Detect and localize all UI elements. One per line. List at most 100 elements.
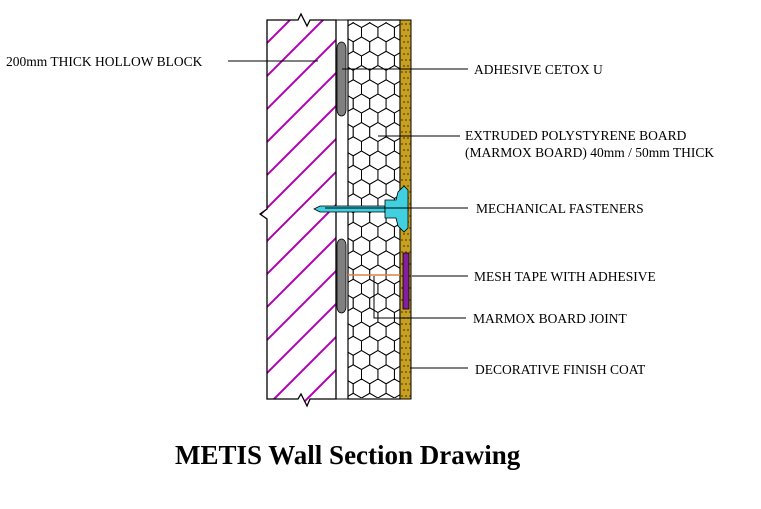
finish-texture-dot xyxy=(407,53,409,55)
finish-texture-dot xyxy=(409,335,411,337)
foam-cell xyxy=(393,137,400,155)
hatch-line xyxy=(260,256,336,358)
finish-texture-dot xyxy=(409,59,411,61)
finish-texture-dot xyxy=(407,101,409,103)
finish-texture-dot xyxy=(401,383,403,385)
finish-texture-dot xyxy=(401,311,403,313)
finish-texture-dot xyxy=(405,371,407,373)
finish-texture-dot xyxy=(405,155,407,157)
finish-texture-dot xyxy=(409,251,411,253)
finish-texture-dot xyxy=(407,41,409,43)
finish-texture-dot xyxy=(401,395,403,397)
drawing-title: METIS Wall Section Drawing xyxy=(175,440,521,470)
finish-texture-dot xyxy=(401,131,403,133)
finish-texture-dot xyxy=(409,167,411,169)
finish-texture-dot xyxy=(409,23,411,25)
finish-texture-dot xyxy=(409,119,411,121)
finish-texture-dot xyxy=(405,83,407,85)
finish-texture-dot xyxy=(403,161,405,163)
finish-texture-dot xyxy=(407,89,409,91)
foam-cell xyxy=(393,109,400,127)
foam-cell xyxy=(393,223,400,241)
finish-texture-dot xyxy=(409,311,411,313)
finish-texture-dot xyxy=(403,353,405,355)
finish-texture-dot xyxy=(407,341,409,343)
hatch-line xyxy=(260,322,336,406)
finish-texture-dot xyxy=(409,287,411,289)
finish-texture-dot xyxy=(403,173,405,175)
finish-texture-dot xyxy=(403,137,405,139)
hatch-line xyxy=(260,355,336,406)
hollow-block-wall xyxy=(258,12,337,408)
finish-texture-dot xyxy=(409,179,411,181)
label-adhesive: ADHESIVE CETOX U xyxy=(474,62,603,77)
finish-texture-dot xyxy=(407,365,409,367)
hatch-line xyxy=(260,14,336,61)
foam-cell xyxy=(393,194,400,212)
finish-texture-dot xyxy=(401,347,403,349)
finish-texture-dot xyxy=(403,113,405,115)
hatch-line xyxy=(260,14,336,94)
finish-texture-dot xyxy=(409,263,411,265)
foam-cell xyxy=(393,52,400,70)
foam-cell xyxy=(393,80,400,98)
finish-texture-dot xyxy=(405,71,407,73)
finish-texture-dot xyxy=(401,95,403,97)
finish-texture-dot xyxy=(407,137,409,139)
finish-texture-dot xyxy=(403,53,405,55)
finish-texture-dot xyxy=(401,119,403,121)
finish-texture-dot xyxy=(401,155,403,157)
finish-texture-dot xyxy=(409,35,411,37)
finish-texture-dot xyxy=(409,275,411,277)
finish-texture-dot xyxy=(407,185,409,187)
finish-texture-dot xyxy=(403,41,405,43)
finish-texture-dot xyxy=(407,389,409,391)
finish-texture-dot xyxy=(405,311,407,313)
finish-texture-dot xyxy=(407,113,409,115)
finish-texture-dot xyxy=(409,347,411,349)
finish-texture-dot xyxy=(405,143,407,145)
finish-texture-dot xyxy=(403,65,405,67)
finish-texture-dot xyxy=(409,131,411,133)
finish-texture-dot xyxy=(401,35,403,37)
hatch-line xyxy=(260,58,336,160)
finish-texture-dot xyxy=(401,83,403,85)
finish-texture-dot xyxy=(407,65,409,67)
label-hollow-block: 200mm THICK HOLLOW BLOCK xyxy=(6,54,203,69)
foam-cell xyxy=(393,365,400,383)
finish-texture-dot xyxy=(401,371,403,373)
finish-texture-dot xyxy=(409,203,411,205)
finish-texture-dot xyxy=(405,131,407,133)
hatch-line xyxy=(260,289,336,391)
finish-texture-dot xyxy=(409,95,411,97)
finish-texture-dot xyxy=(405,323,407,325)
finish-texture-dot xyxy=(401,335,403,337)
finish-texture-dot xyxy=(409,143,411,145)
foam-cell xyxy=(393,166,400,184)
finish-texture-dot xyxy=(401,299,403,301)
finish-texture-dot xyxy=(401,179,403,181)
finish-texture-dot xyxy=(407,329,409,331)
finish-texture-dot xyxy=(405,347,407,349)
foam-cell xyxy=(361,392,379,398)
finish-texture-dot xyxy=(405,47,407,49)
finish-texture-dot xyxy=(403,365,405,367)
finish-texture-dot xyxy=(401,71,403,73)
finish-texture-dot xyxy=(405,359,407,361)
finish-texture-dot xyxy=(405,59,407,61)
finish-texture-dot xyxy=(403,29,405,31)
finish-texture-dot xyxy=(401,47,403,49)
finish-texture-dot xyxy=(407,173,409,175)
hatch-line xyxy=(260,91,336,193)
hatch-line xyxy=(260,388,336,406)
finish-texture-dot xyxy=(409,107,411,109)
leader-lines xyxy=(228,60,468,369)
label-mechanical-fasteners: MECHANICAL FASTENERS xyxy=(476,201,644,216)
finish-texture-dot xyxy=(409,239,411,241)
finish-texture-dot xyxy=(409,383,411,385)
finish-texture-dot xyxy=(407,353,409,355)
foam-cell xyxy=(393,251,400,269)
finish-texture-dot xyxy=(401,239,403,241)
mechanical-fastener xyxy=(313,185,409,233)
finish-texture-dot xyxy=(405,239,407,241)
